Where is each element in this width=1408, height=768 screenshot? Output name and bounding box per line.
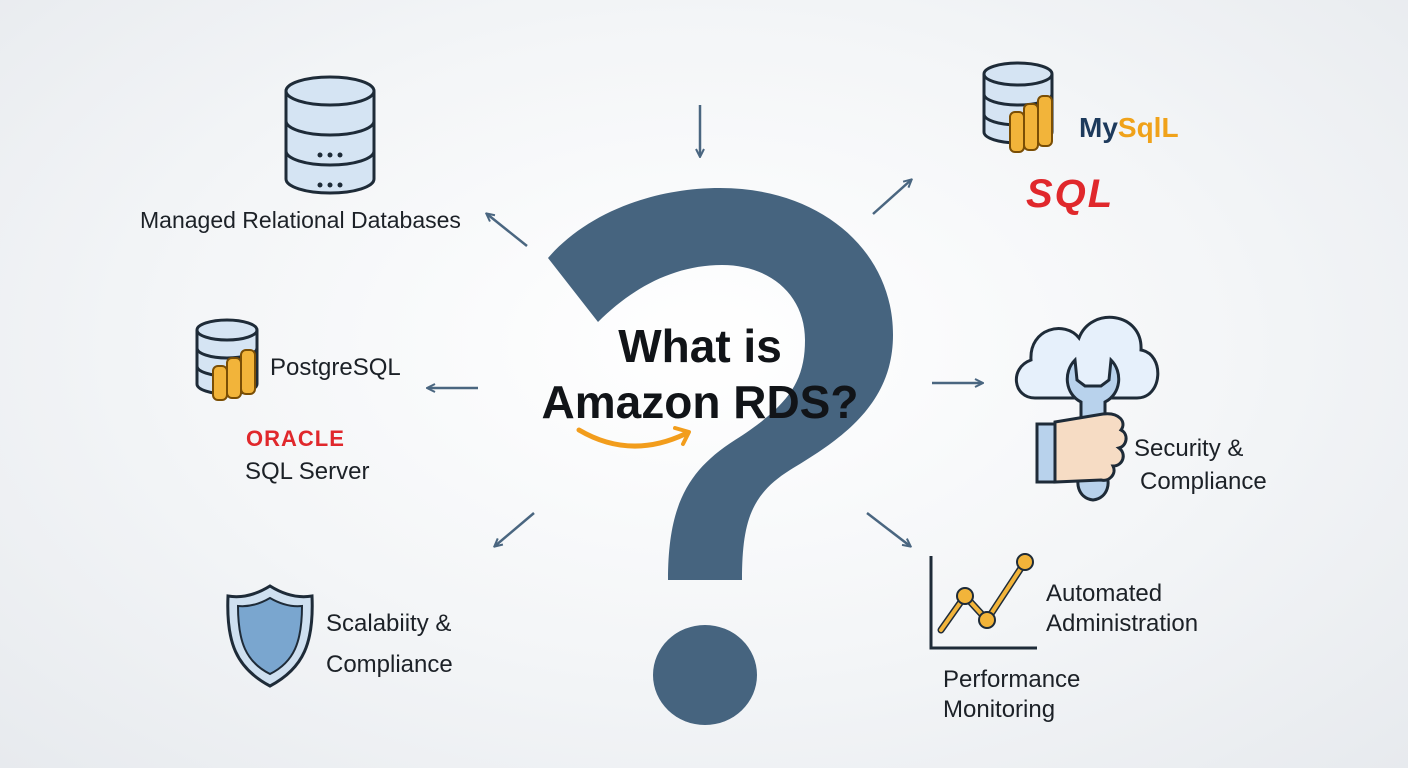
- cloud-wrench-icon: [1014, 315, 1160, 502]
- database-server-icon: [284, 75, 376, 195]
- hand-shape: [1035, 412, 1128, 484]
- security-label-line-1: Security &: [1134, 435, 1244, 462]
- arrow-to-scalability: [495, 512, 535, 546]
- mysql-label-suffix: SqlL: [1117, 112, 1179, 143]
- oracle-logo: ORACLE: [246, 426, 345, 451]
- postgres-label: PostgreSQL: [270, 354, 401, 381]
- arrow-to-managed: [487, 214, 528, 247]
- mysql-database-icon: [982, 61, 1054, 153]
- postgres-database-icon: [195, 318, 259, 401]
- shield-icon: [226, 584, 314, 688]
- question-mark-hook: [548, 188, 893, 580]
- cloud-shape: [1014, 315, 1160, 400]
- security-label-line-2: Compliance: [1140, 468, 1267, 495]
- automated-label-line-2: Administration: [1046, 610, 1199, 637]
- managed-label: Managed Relational Databases: [140, 207, 461, 233]
- performance-label-line-1: Performance: [943, 666, 1081, 693]
- mysql-label: MySqlL: [1079, 112, 1179, 144]
- title-line-1: What is: [618, 320, 782, 372]
- arrow-to-mysql: [872, 180, 911, 215]
- automated-label-line-1: Automated: [1046, 580, 1163, 607]
- title-line-2: Amazon RDS?: [541, 376, 859, 428]
- scalability-label-line-2: Compliance: [326, 651, 453, 678]
- amazon-smile-icon: [576, 426, 691, 449]
- security-label: Security & Compliance: [1134, 432, 1267, 498]
- performance-label: Performance Monitoring: [943, 665, 1080, 725]
- center-title: What is Amazon RDS?: [500, 318, 900, 430]
- arrow-to-automated: [866, 512, 910, 546]
- mysql-label-prefix: My: [1079, 112, 1118, 143]
- sqlserver-label: SQL Server: [245, 458, 370, 485]
- scalability-label-line-1: Scalabiity &: [326, 610, 452, 637]
- sql-logo: SQL: [1026, 172, 1115, 216]
- automated-label: Automated Administration: [1046, 579, 1198, 639]
- line-chart-icon: [929, 553, 1037, 650]
- question-mark-dot: [653, 625, 757, 725]
- scalability-label: Scalabiity & Compliance: [326, 603, 453, 685]
- performance-label-line-2: Monitoring: [943, 696, 1056, 723]
